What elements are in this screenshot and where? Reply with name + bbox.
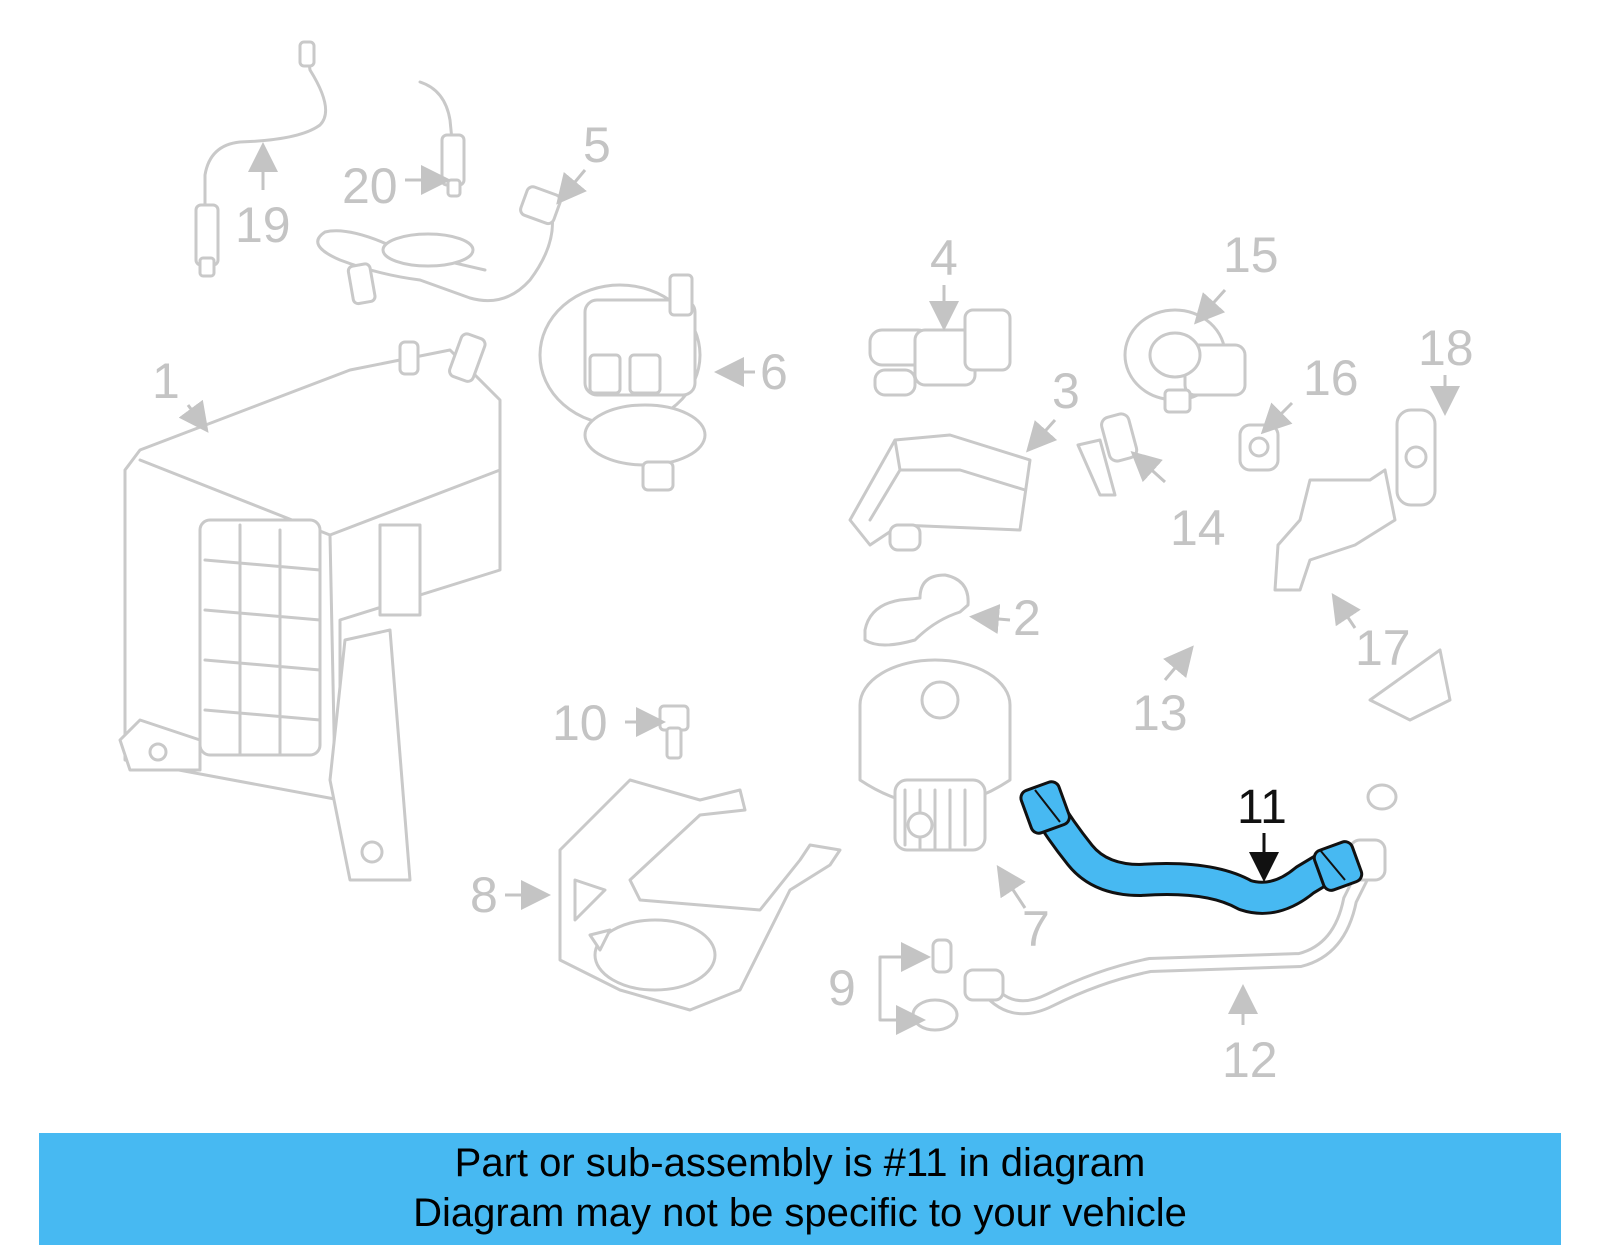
part-18-gasket xyxy=(1395,408,1437,507)
caption-line-part: Part or sub-assembly is #11 in diagram xyxy=(454,1141,1146,1185)
part-8-bracket xyxy=(558,778,842,1012)
part-6-air-pump-valve xyxy=(538,273,707,492)
part-13-pipe xyxy=(1044,438,1452,811)
callout-19: 19 xyxy=(235,197,291,253)
callout-6: 6 xyxy=(760,344,788,400)
part-5-harness xyxy=(316,185,562,306)
caption-banner: Part or sub-assembly is #11 in diagram D… xyxy=(39,1133,1561,1245)
callout-2: 2 xyxy=(1013,590,1041,646)
part-7-air-pump xyxy=(858,658,1012,852)
part-1-charcoal-canister xyxy=(118,332,502,882)
callout-9: 9 xyxy=(828,960,856,1016)
callout-10: 10 xyxy=(552,695,608,751)
caption-line-disclaimer: Diagram may not be specific to your vehi… xyxy=(413,1191,1187,1235)
part-15-valve xyxy=(1123,308,1247,414)
callout-1: 1 xyxy=(152,353,180,409)
callout-11: 11 xyxy=(1237,781,1287,834)
part-10-sensor xyxy=(658,704,690,760)
callout-15: 15 xyxy=(1223,227,1279,283)
callout-13: 13 xyxy=(1132,685,1188,741)
callout-4: 4 xyxy=(930,230,958,286)
part-11-hose-highlighted xyxy=(1019,780,1364,915)
part-2-hose xyxy=(863,573,970,647)
leader-lines xyxy=(178,142,1460,1035)
callout-3: 3 xyxy=(1052,363,1080,419)
callout-5: 5 xyxy=(583,117,611,173)
part-17-pipe xyxy=(1273,468,1397,592)
callout-14: 14 xyxy=(1170,500,1226,556)
callout-17: 17 xyxy=(1355,620,1411,676)
callout-18: 18 xyxy=(1418,320,1474,376)
part-3-bracket xyxy=(848,433,1032,552)
part-14-gasket xyxy=(1100,412,1139,463)
callout-8: 8 xyxy=(470,867,498,923)
part-19-oxygen-sensor xyxy=(194,40,328,278)
callout-7: 7 xyxy=(1022,901,1050,957)
callout-16: 16 xyxy=(1303,350,1359,406)
callout-20: 20 xyxy=(342,158,398,214)
part-16-gasket xyxy=(1238,423,1280,472)
part-9-grommets xyxy=(878,938,959,1032)
callout-12: 12 xyxy=(1222,1032,1278,1088)
part-4-valve xyxy=(868,308,1012,397)
